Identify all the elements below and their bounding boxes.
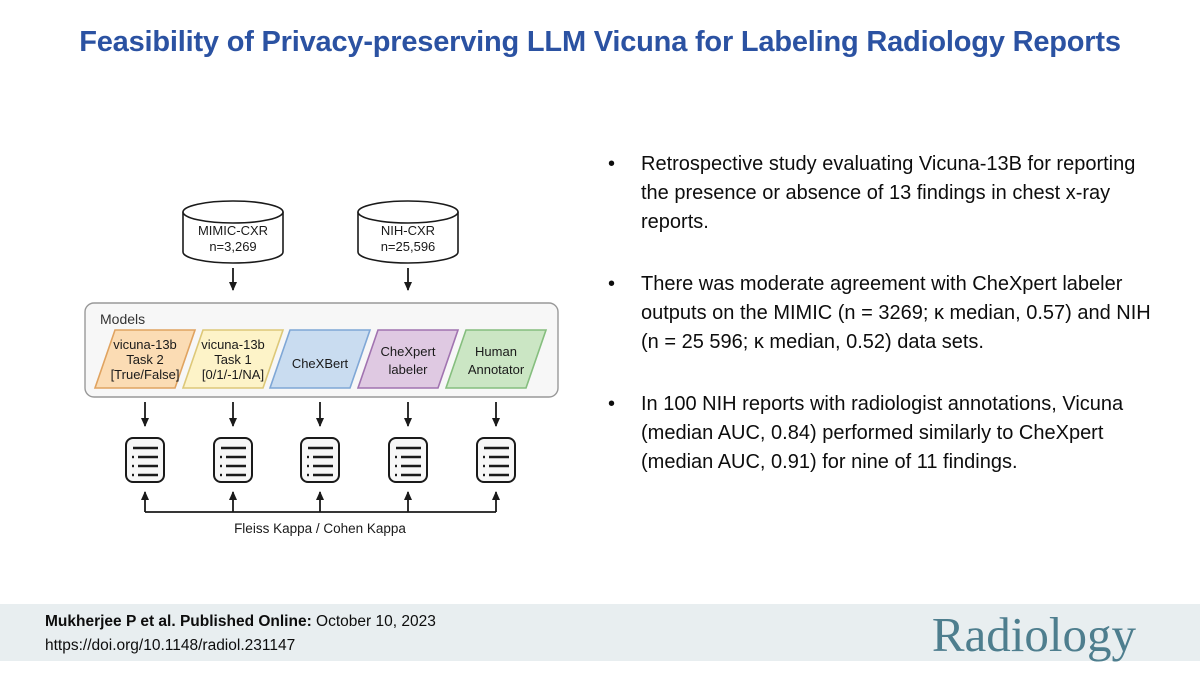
kappa-label: Fleiss Kappa / Cohen Kappa: [234, 521, 406, 536]
doi-text: https://doi.org/10.1148/radiol.231147: [45, 637, 296, 654]
document-list-icon: [300, 437, 340, 483]
svg-text:vicuna-13b: vicuna-13b: [113, 337, 177, 352]
svg-text:Task 2: Task 2: [126, 352, 164, 367]
svg-text:Task 1: Task 1: [214, 352, 252, 367]
bullet-text: Retrospective study evaluating Vicuna-13…: [641, 153, 1136, 233]
citation-line: Mukherjee P et al. Published Online: Oct…: [45, 610, 436, 634]
svg-text:Human: Human: [475, 344, 517, 359]
dataset-cylinder-nih: NIH-CXR n=25,596: [357, 200, 459, 264]
model-vicuna-task1: vicuna-13b Task 1 [0/1/-1/NA]: [181, 329, 285, 389]
model-chexbert: CheXBert: [268, 329, 372, 389]
kappa-comparison-bracket: [141, 491, 500, 513]
bullet-text: There was moderate agreement with CheXpe…: [641, 273, 1151, 353]
bullet-item: In 100 NIH reports with radiologist anno…: [601, 390, 1156, 477]
citation-block: Mukherjee P et al. Published Online: Oct…: [45, 610, 436, 658]
summary-bullets: Retrospective study evaluating Vicuna-13…: [601, 150, 1161, 477]
study-flow-svg: MIMIC-CXR n=3,269 NIH-CXR n=25,596 Model…: [84, 200, 559, 536]
bullet-item: There was moderate agreement with CheXpe…: [601, 270, 1156, 357]
document-list-icon: [388, 437, 428, 483]
dataset-count: n=25,596: [381, 239, 436, 254]
svg-text:CheXBert: CheXBert: [292, 356, 349, 371]
slide-title: Feasibility of Privacy-preserving LLM Vi…: [79, 26, 1121, 58]
dataset-cylinder-mimic: MIMIC-CXR n=3,269: [182, 200, 284, 264]
document-list-icon: [213, 437, 253, 483]
citation-date: October 10, 2023: [311, 613, 436, 630]
model-human-annotator: Human Annotator: [444, 329, 548, 389]
svg-text:[0/1/-1/NA]: [0/1/-1/NA]: [202, 367, 264, 382]
radiology-journal-logo: Radiology: [931, 607, 1136, 662]
bullet-item: Retrospective study evaluating Vicuna-13…: [601, 150, 1156, 237]
model-vicuna-task2: vicuna-13b Task 2 [True/False]: [93, 329, 197, 389]
citation-authors: Mukherjee P et al. Published Online:: [45, 613, 312, 630]
svg-text:[True/False]: [True/False]: [111, 367, 180, 382]
dataset-count: n=3,269: [209, 239, 256, 254]
document-list-icon: [125, 437, 165, 483]
dataset-name: NIH-CXR: [381, 223, 435, 238]
models-box-label: Models: [100, 311, 145, 327]
bullet-text: In 100 NIH reports with radiologist anno…: [641, 393, 1124, 473]
model-chexpert-labeler: CheXpert labeler: [356, 329, 460, 389]
dataset-name: MIMIC-CXR: [198, 223, 268, 238]
svg-text:vicuna-13b: vicuna-13b: [201, 337, 265, 352]
study-flow-diagram: MIMIC-CXR n=3,269 NIH-CXR n=25,596 Model…: [0, 140, 600, 610]
footer-bar: Mukherjee P et al. Published Online: Oct…: [0, 604, 1200, 661]
svg-text:labeler: labeler: [388, 362, 428, 377]
document-list-icon: [476, 437, 516, 483]
svg-text:Annotator: Annotator: [468, 362, 525, 377]
report-output-icons: [125, 437, 516, 483]
svg-text:CheXpert: CheXpert: [381, 344, 436, 359]
